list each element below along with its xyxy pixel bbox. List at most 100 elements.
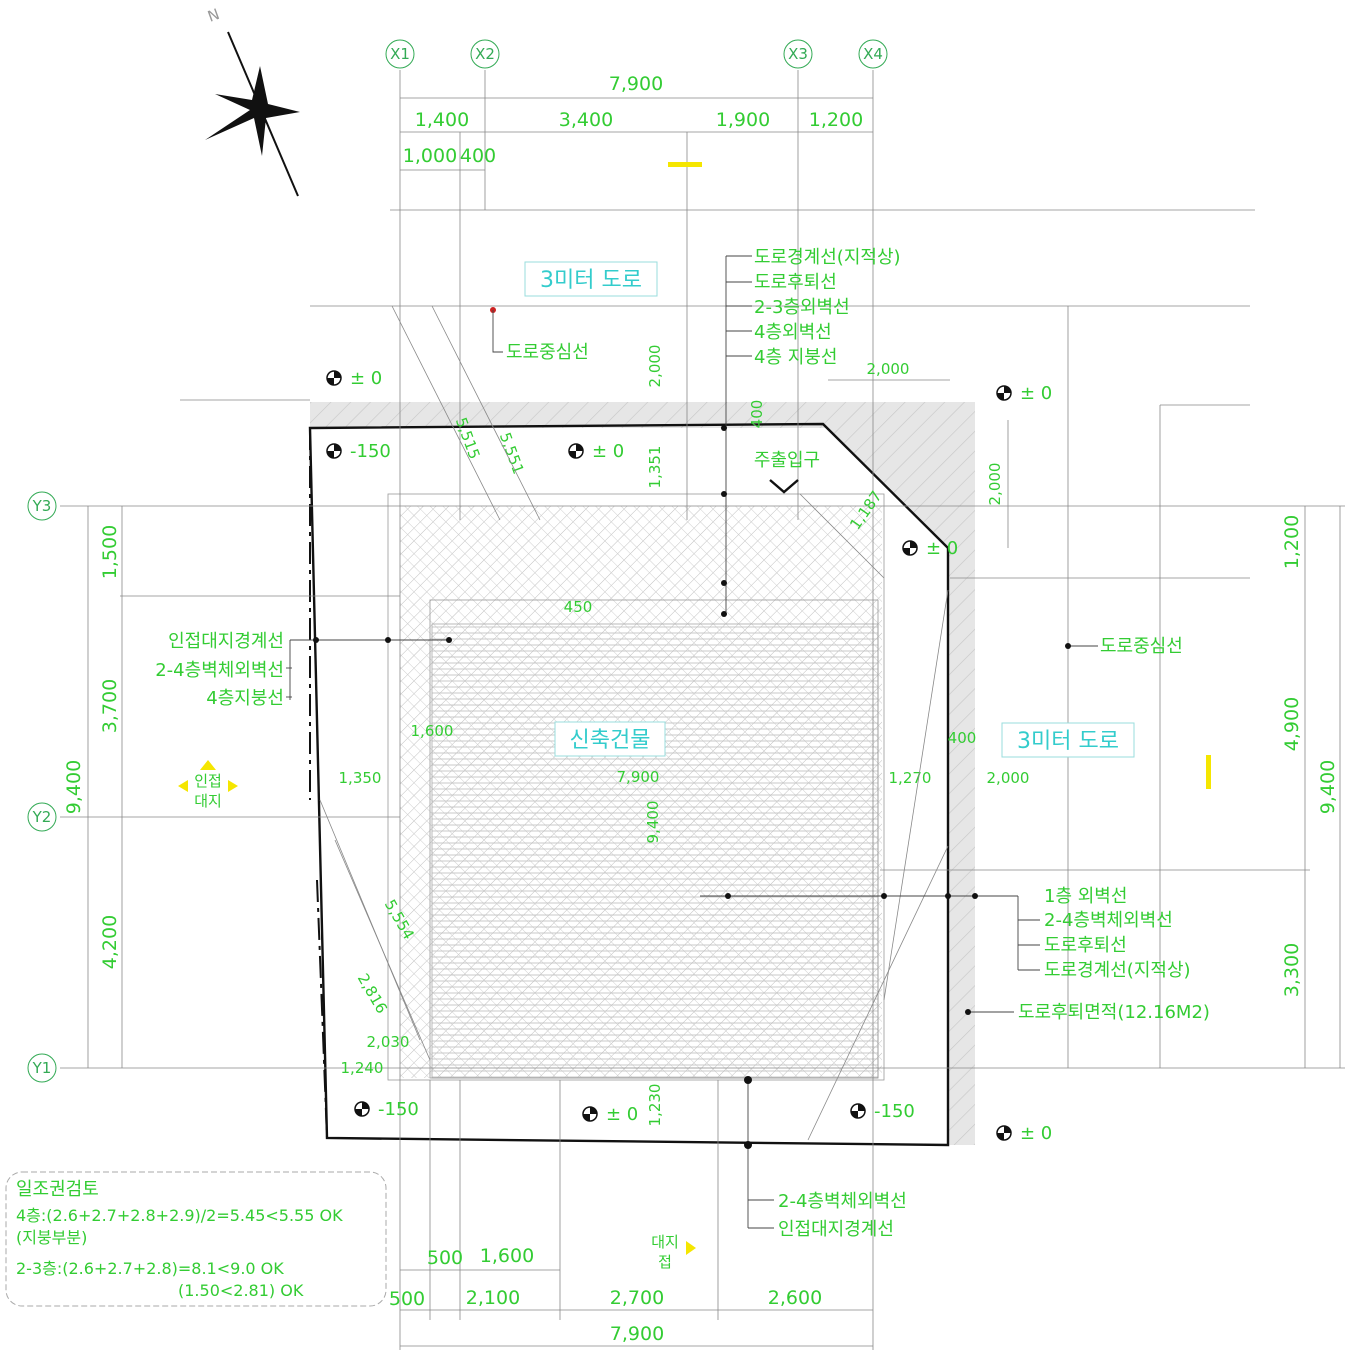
road-center-right-label: 도로중심선 xyxy=(1100,636,1183,657)
dim-400-h: 400 xyxy=(948,729,977,747)
bottom-leader-1: 2-4층벽체외벽선 xyxy=(778,1191,907,1212)
right-leader-3: 도로후퇴선 xyxy=(1044,935,1127,956)
inner-wall-line xyxy=(429,599,879,1079)
level-1: ± 0 xyxy=(350,368,382,389)
grid-bubble-x2: X2 xyxy=(470,39,500,69)
road-center-top-label: 도로중심선 xyxy=(506,342,589,363)
dim-top-f: 400 xyxy=(460,145,496,167)
entrance-arrow-icon xyxy=(769,479,799,494)
level-marker-4: ± 0 xyxy=(902,538,958,559)
dim-2030: 2,030 xyxy=(367,1033,410,1051)
left-leader-3: 4층지붕선 xyxy=(206,688,284,709)
neighbor-left-1: 인접 xyxy=(194,772,222,790)
level-marker-1: ± 0 xyxy=(326,368,382,389)
building-label: 신축건물 xyxy=(570,728,651,753)
dim-1270: 1,270 xyxy=(889,769,932,787)
top-leader-5: 4층 지붕선 xyxy=(754,347,837,368)
dim-setback-v: 2,000 xyxy=(646,345,664,388)
neighbor-left-2: 대지 xyxy=(194,792,222,810)
dim-450: 450 xyxy=(564,598,593,616)
grid-bubble-y3: Y3 xyxy=(27,491,57,521)
sunlight-title: 일조권검토 xyxy=(16,1179,99,1200)
grid-bubble-x3: X3 xyxy=(783,39,813,69)
dim-bot-b4: 2,600 xyxy=(768,1287,822,1309)
top-leader-group xyxy=(721,255,752,617)
dim-5551: 5,551 xyxy=(496,430,528,477)
dim-1230: 1,230 xyxy=(646,1084,664,1127)
road-setback-area xyxy=(310,402,975,1145)
dim-400-v: 400 xyxy=(748,400,766,429)
top-leader-3: 2-3층외벽선 xyxy=(754,297,850,318)
level-4: ± 0 xyxy=(926,538,958,559)
dim-1350: 1,350 xyxy=(339,769,382,787)
grid-y3-label: Y3 xyxy=(32,497,52,515)
right-leader-group xyxy=(700,893,1040,1015)
north-label: N xyxy=(205,5,222,26)
dim-1600: 1,600 xyxy=(411,722,454,740)
dim-top-a: 1,400 xyxy=(415,109,469,131)
yellow-marker-right xyxy=(1206,755,1211,789)
left-leader-group xyxy=(286,637,452,700)
right-leader-2: 2-4층벽체외벽선 xyxy=(1044,910,1173,931)
level-5: ± 0 xyxy=(606,1104,638,1125)
grid-x2-label: X2 xyxy=(475,45,495,63)
dim-left-c: 4,200 xyxy=(99,915,121,969)
yellow-marker-top xyxy=(668,162,702,167)
dim-top-e: 1,000 xyxy=(403,145,457,167)
dim-7900-inner: 7,900 xyxy=(617,768,660,786)
road-center-top-leader xyxy=(492,310,503,353)
left-leader-1: 인접대지경계선 xyxy=(168,631,284,652)
dim-bot-b3: 2,700 xyxy=(610,1287,664,1309)
grid-bubble-y1: Y1 xyxy=(27,1053,57,1083)
dim-right-c: 3,300 xyxy=(1281,943,1303,997)
top-leader-2: 도로후퇴선 xyxy=(754,272,837,293)
neighbor-bottom-marker: 대지 접 xyxy=(651,1233,696,1271)
road-right-label-box: 3미터 도로 xyxy=(1001,722,1135,758)
grid-bubble-x1: X1 xyxy=(385,39,415,69)
level-marker-8: -150 xyxy=(354,1099,419,1120)
road-top-label-box: 3미터 도로 xyxy=(524,261,658,297)
dim-top-total: 7,900 xyxy=(609,73,663,95)
sunlight-line-3: 2-3층:(2.6+2.7+2.8)=8.1<9.0 OK xyxy=(16,1259,284,1278)
sunlight-line-4: (1.50<2.81) OK xyxy=(178,1281,304,1300)
level-2: ± 0 xyxy=(1020,383,1052,404)
dim-bot-b2: 2,100 xyxy=(466,1287,520,1309)
bottom-leader-2: 인접대지경계선 xyxy=(778,1219,894,1240)
level-3: ± 0 xyxy=(592,441,624,462)
building-label-box: 신축건물 xyxy=(554,721,666,757)
level-marker-5: ± 0 xyxy=(582,1104,638,1125)
top-leader-4: 4층외벽선 xyxy=(754,322,832,343)
dim-9400-inner: 9,400 xyxy=(644,801,662,844)
grid-x4-label: X4 xyxy=(863,45,883,63)
grid-x3-label: X3 xyxy=(788,45,808,63)
neighbor-bottom-2: 접 xyxy=(658,1253,672,1271)
right-leader-1: 1층 외벽선 xyxy=(1044,886,1127,907)
level-marker-6: ± 0 xyxy=(996,1123,1052,1144)
dim-bot-a1: 500 xyxy=(427,1247,463,1269)
dim-left-total: 9,400 xyxy=(63,760,85,814)
dim-2816: 2,816 xyxy=(354,970,391,1016)
grid-x1-label: X1 xyxy=(390,45,410,63)
level-6: ± 0 xyxy=(1020,1123,1052,1144)
right-leader-4: 도로경계선(지적상) xyxy=(1044,960,1191,981)
grid-lines xyxy=(60,70,1345,1350)
dim-bot-total: 7,900 xyxy=(610,1323,664,1345)
dim-setback-h: 2,000 xyxy=(867,360,910,378)
dim-right-total: 9,400 xyxy=(1317,760,1339,814)
level-marker-3: ± 0 xyxy=(568,441,624,462)
dim-left-a: 1,500 xyxy=(99,525,121,579)
grid-y1-label: Y1 xyxy=(32,1059,52,1077)
road-top-label: 3미터 도로 xyxy=(540,268,642,293)
dim-right-a: 1,200 xyxy=(1281,515,1303,569)
dim-top-c: 1,900 xyxy=(716,109,770,131)
outer-wall-line xyxy=(387,493,885,1081)
sunlight-review-note: 일조권검토 4층:(2.6+2.7+2.8+2.9)/2=5.45<5.55 O… xyxy=(5,1171,387,1307)
entrance-label: 주출입구 xyxy=(754,450,820,471)
dim-bot-b1: 500 xyxy=(389,1288,425,1310)
grid-bubble-x4: X4 xyxy=(858,39,888,69)
road-boundary-line xyxy=(309,428,328,1139)
dim-right-b: 4,900 xyxy=(1281,697,1303,751)
grid-y2-label: Y2 xyxy=(32,808,52,826)
top-leader-1: 도로경계선(지적상) xyxy=(754,247,901,268)
